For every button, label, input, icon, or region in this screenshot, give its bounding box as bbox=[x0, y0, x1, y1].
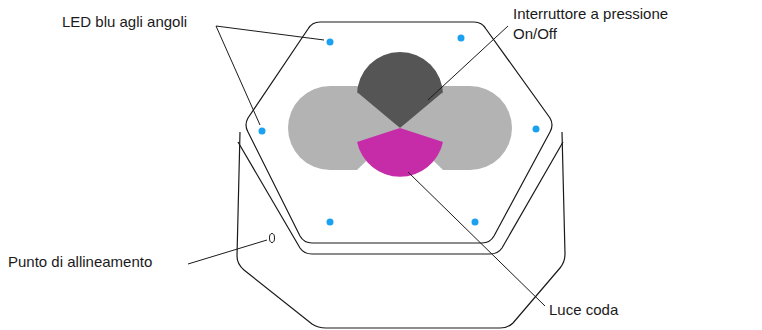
queue-light bbox=[357, 128, 443, 177]
part-label: LED blu agli angoli bbox=[62, 12, 187, 32]
power-button bbox=[357, 52, 443, 128]
blue-leds bbox=[259, 35, 540, 226]
device-top-face bbox=[246, 22, 552, 243]
part-label: Interruttore a pressione On/Off bbox=[513, 4, 713, 44]
leader-lines bbox=[188, 26, 545, 306]
part-label: Luce coda bbox=[549, 300, 618, 320]
alignment-mark bbox=[270, 234, 275, 243]
part-label: Punto di allineamento bbox=[8, 252, 152, 272]
